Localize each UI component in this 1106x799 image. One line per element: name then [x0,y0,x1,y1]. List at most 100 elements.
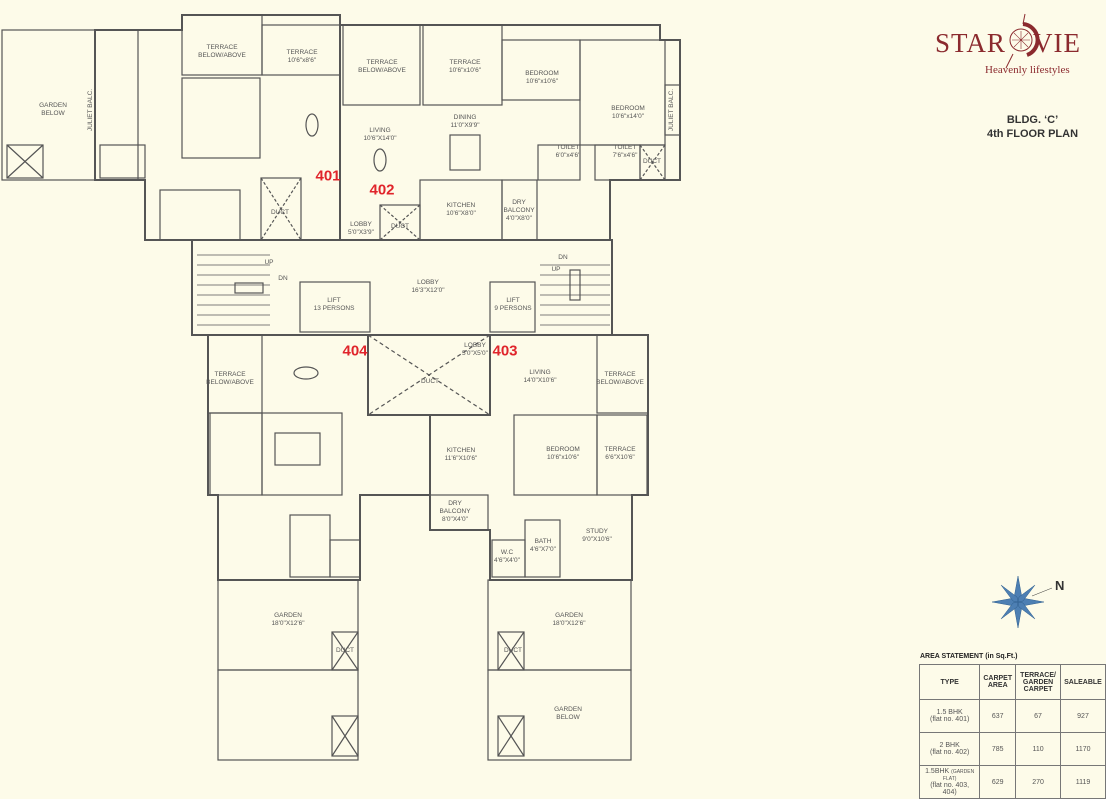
logo-compass-icon [1005,13,1040,69]
room-label-line: DUCT [390,223,410,230]
room-label-line: KITCHEN [446,447,476,454]
carpet: 785 [979,732,1017,766]
room-label-line: BELOW/ABOVE [198,52,246,59]
saleable: 1170 [1060,732,1106,766]
carpet: 637 [979,699,1017,733]
room-label-line: DN [558,254,568,261]
flat: (flat no. 403, 404) [930,782,970,796]
room-label-line: 4'6"X4'0" [494,557,520,564]
flat-number-402: 402 [369,181,395,199]
room-label-line: TERRACE [286,49,318,56]
room-label-line: 18'0"X12'6" [271,620,305,627]
room-label-line: DUCT [503,647,523,654]
room-label-line: DRY [512,199,526,206]
flat-number-403: 403 [492,342,518,360]
room-label-line: GARDEN [274,612,302,619]
room-label-line: 10'6"X14'0" [363,135,397,142]
room-label-line: GARDEN [554,706,582,713]
room-label-line: DRY [448,500,462,507]
room-label-line: 10'6"x10'6" [546,454,580,461]
room-label-stair-up-r: UP [551,266,560,274]
room-label-line: 13 PERSONS [313,305,355,312]
room-label-line: GARDEN [39,102,67,109]
saleable: 1119 [1060,765,1106,799]
floor-label: 4th FLOOR PLAN [986,128,1079,140]
room-label-duct-401: DUCT [271,209,289,217]
room-label-line: TERRACE [214,371,246,378]
brand-logo: STAR VIE Heavenly lifestyles [935,18,1085,80]
room-label-duct-center: DUCT [421,378,439,386]
room-label-line: TERRACE [206,44,238,51]
table-header-row: TYPE CARPET AREA TERRACE/ GARDEN CARPET … [918,664,1106,700]
room-label-line: STUDY [585,528,609,535]
room-label-line: 7'6"x4'6" [612,152,638,159]
room-label-line: LIVING [529,369,551,376]
room-label-line: 4'6"X7'0" [530,546,556,553]
room-label-line: 10'6"x10'6" [525,78,559,85]
garden-below-area [1,29,139,181]
room-label-line: GARDEN [555,612,583,619]
room-label-line: BEDROOM [546,446,580,453]
room-label-line: 16'3"X12'0" [411,287,445,294]
type: 2 BHK [939,742,960,749]
room-label-line: 10'6"x14'0" [611,113,645,120]
room-label-line: JULIET BALC. [668,88,675,132]
room-label-juliet-balc-r: JULIET BALC. [668,89,676,131]
brand-name-left: STAR [935,28,1006,58]
header-terrace: TERRACE/ GARDEN CARPET [1015,664,1061,700]
building-label: BLDG. ‘C’ [1006,114,1059,126]
room-label-line: 9 PERSONS [494,305,532,312]
room-label-line: 9'0"X10'6" [582,536,612,543]
north-label: N [1055,578,1065,593]
terrace: 270 [1015,765,1061,799]
room-label-line: BELOW/ABOVE [596,379,644,386]
core-walls [191,239,613,336]
room-label-line: W.C [500,549,514,556]
room-label-line: BALCONY [503,207,535,214]
room-label-line: LOBBY [417,279,439,286]
header-type: TYPE [918,664,981,700]
room-label-line: LIFT [506,297,520,304]
room-label-duct-r: DUCT [643,158,661,166]
room-label-line: DUCT [420,378,440,385]
flat: (flat no. 402) [930,749,970,756]
room-label-line: BALCONY [439,508,471,515]
room-label-line: JULIET BALC. [87,88,94,132]
room-label-line: TERRACE [449,59,481,66]
room-label-line: UP [264,259,274,266]
room-label-line: DUCT [270,209,290,216]
type: 1.5BHK [925,768,950,775]
room-label-line: 18'0"X12'6" [552,620,586,627]
table-row: 1.5BHK (GARDEN FLAT)(flat no. 403, 404) … [918,765,1106,799]
flat-number-401: 401 [315,167,341,185]
room-label-line: BELOW/ABOVE [206,379,254,386]
room-label-line: UP [551,266,561,273]
room-label-line: 11'0"X9'9" [450,122,480,129]
room-label-line: 4'0"X8'0" [506,215,532,222]
header-saleable: SALEABLE [1060,664,1106,700]
room-label-stair-dn-r: DN [558,254,567,262]
room-label-line: TERRACE [604,446,636,453]
room-label-line: 5'0"X5'0" [462,350,488,357]
room-label-line: 6'0"x4'6" [555,152,581,159]
